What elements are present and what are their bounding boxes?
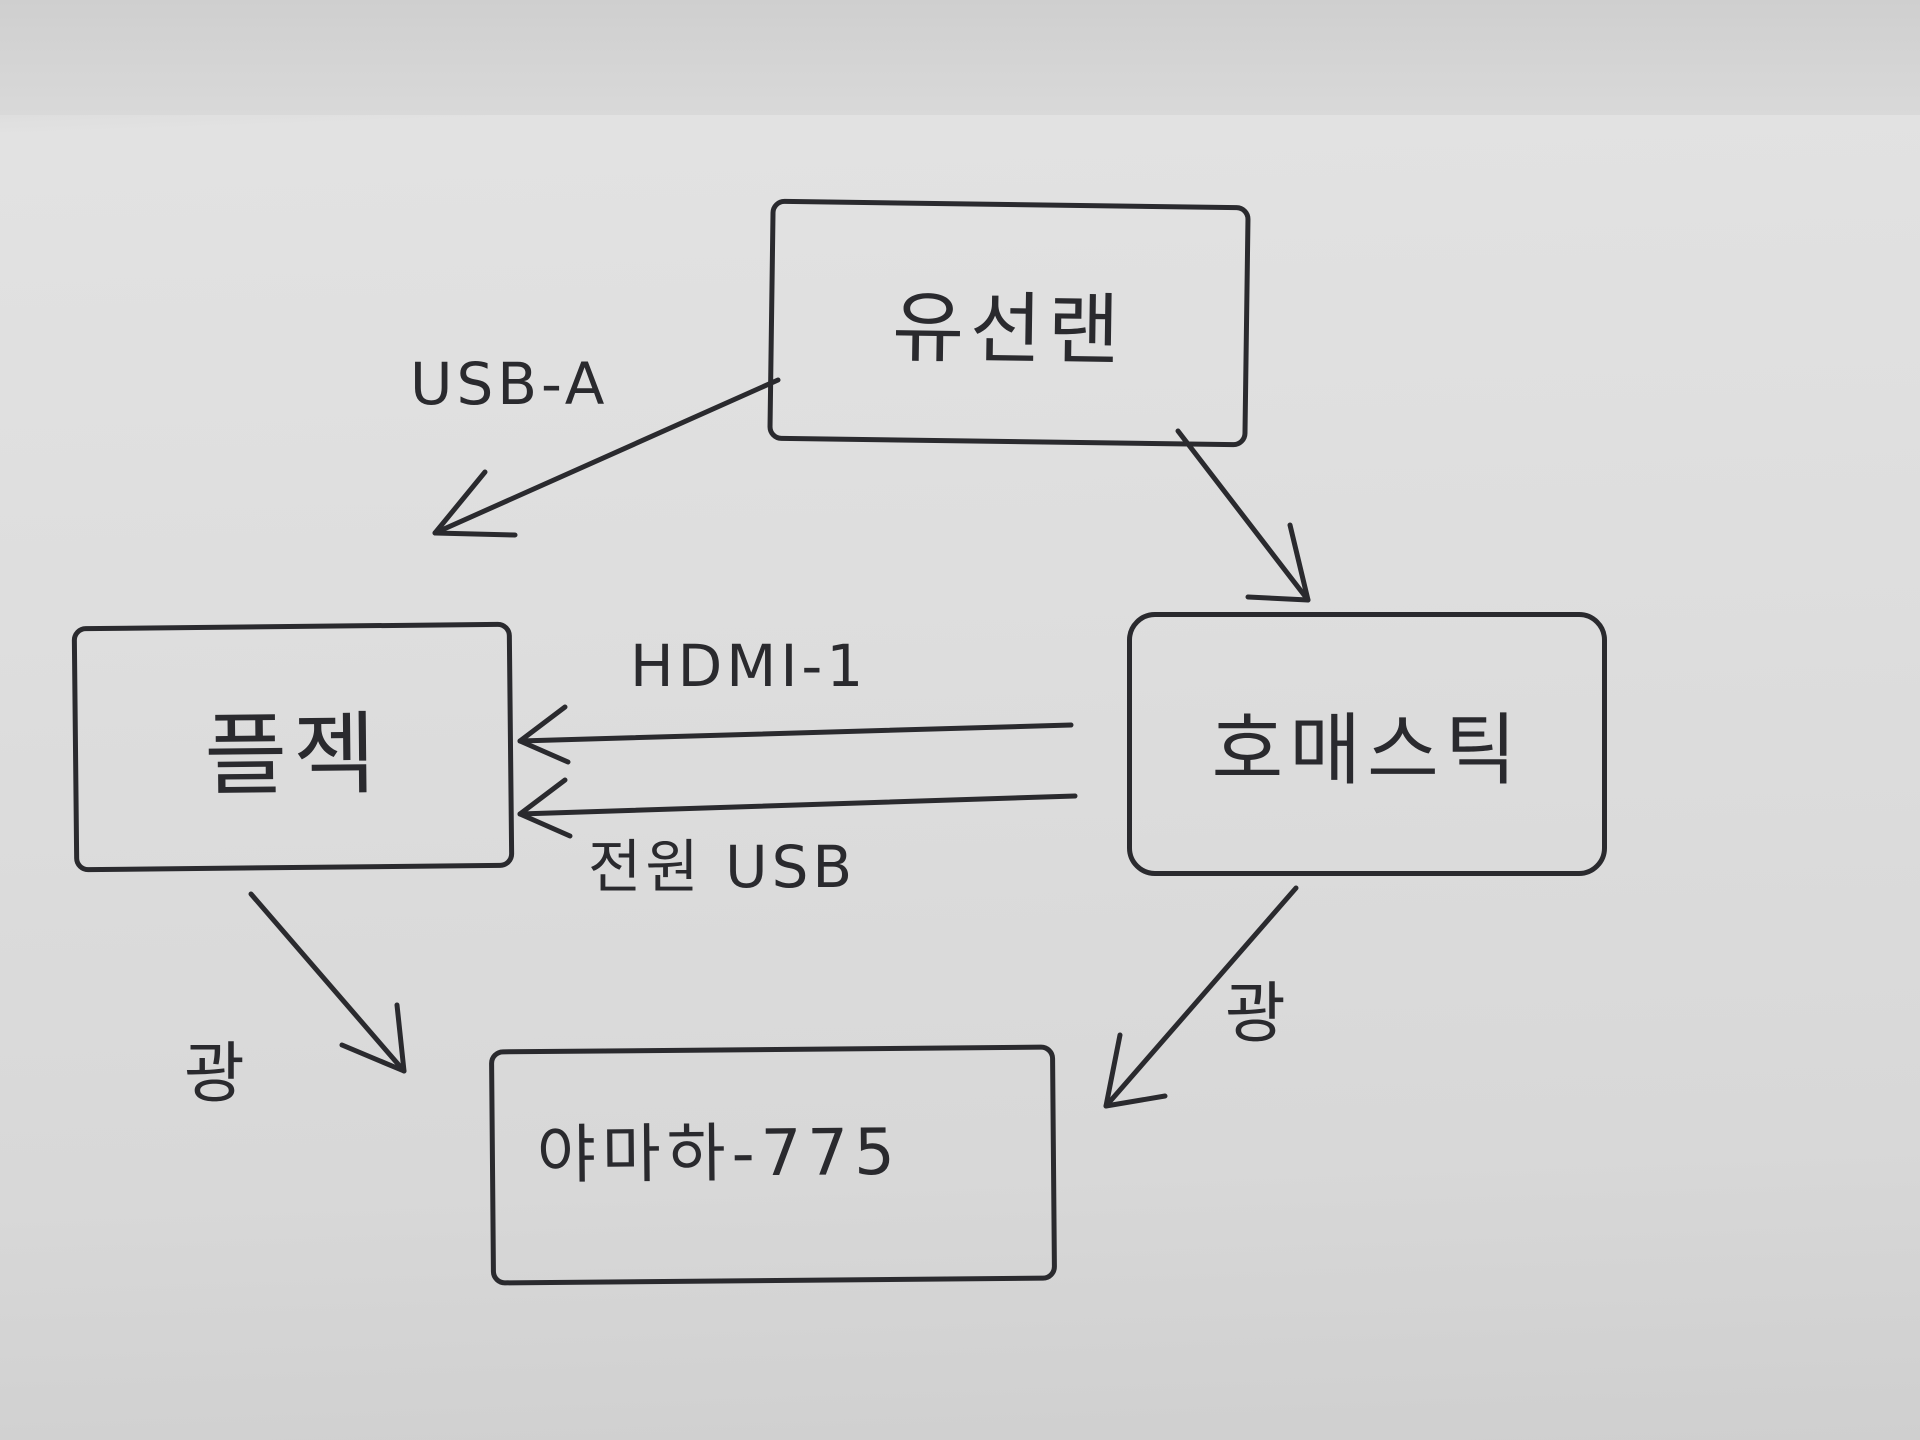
node-label: 플젝 [203,702,383,809]
arrow-lan-to-projector [432,377,781,538]
arrow-hdmi [517,704,1074,765]
node-projector: 플젝 [71,621,515,873]
edge-label-hdmi: HDMI-1 [630,632,868,700]
node-label: 호매스틱 [1211,706,1523,796]
arrow-power-usb [517,777,1078,839]
edge-label-usb-a: USB-A [410,350,609,418]
node-wired-lan: 유선랜 [767,198,1251,448]
arrow-lan-to-homestick [1175,428,1311,603]
paper-fold [0,0,1920,115]
edge-label-optical-left: 광 [184,1035,249,1112]
arrow-homestick-to-yamaha [1103,885,1299,1109]
node-label: 야마하-775 [536,1115,902,1194]
edge-label-power-usb: 전원 USB [588,833,857,901]
node-homestick: 호매스틱 [1127,612,1607,876]
node-label: 유선랜 [891,283,1127,377]
node-yamaha: 야마하-775 [488,1044,1058,1286]
edge-label-optical-right: 광 [1225,975,1290,1052]
arrow-projector-to-yamaha [248,891,407,1074]
